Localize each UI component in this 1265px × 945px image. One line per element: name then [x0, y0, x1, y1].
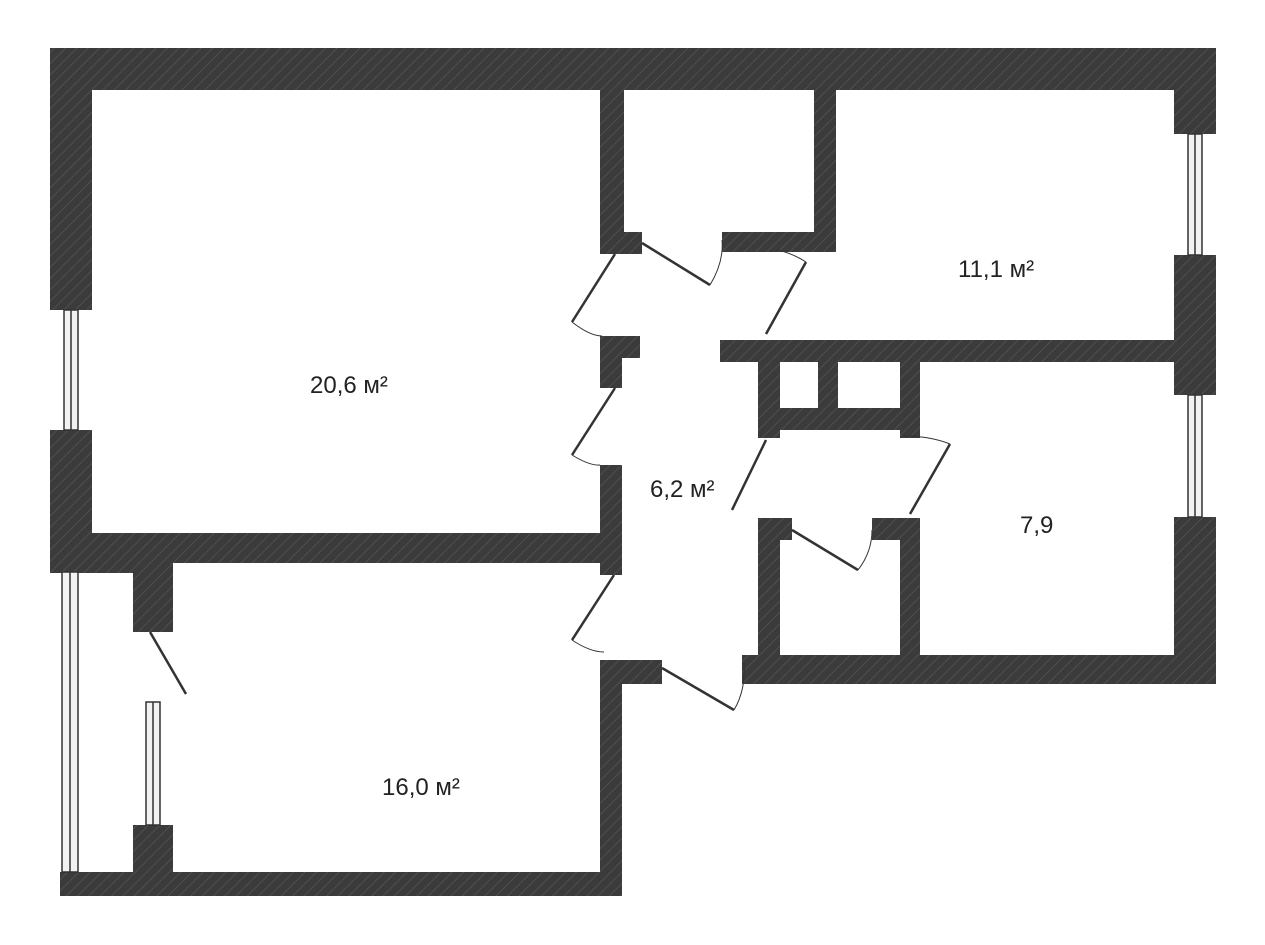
- wall-right-bottom: [1174, 517, 1216, 674]
- door-bedroom-top-swing: [775, 249, 807, 263]
- doors: [148, 239, 952, 712]
- wall-bottom-left: [60, 872, 622, 896]
- wall-lower-block-right-stub: [872, 518, 920, 540]
- wall-bath-divider: [818, 340, 838, 412]
- walls: [50, 48, 1216, 896]
- wall-closet-bottom: [722, 232, 836, 252]
- wall-lower-block-right: [900, 518, 920, 684]
- door-bedroom-top: [764, 261, 808, 335]
- door-living-upper: [570, 253, 617, 323]
- wall-lower-block-left: [758, 518, 780, 684]
- door-entrance-swing: [733, 661, 745, 711]
- door-living-lower-swing: [571, 454, 601, 466]
- room-area-living: 20,6 м²: [310, 372, 388, 399]
- door-bath: [730, 439, 768, 511]
- door-entrance: [661, 666, 735, 712]
- wall-balcony-lower: [133, 825, 173, 875]
- wall-bath-bottom: [758, 408, 920, 430]
- door-wc-swing: [857, 529, 873, 571]
- windows: [61, 133, 1203, 873]
- room-area-bedroom-bottom: 16,0 м²: [382, 774, 460, 801]
- door-bedroom-bottom-swing: [571, 639, 605, 653]
- wall-mid-horizontal: [720, 340, 1216, 362]
- wall-top: [50, 48, 1216, 90]
- wall-right-mid: [1174, 255, 1216, 395]
- wall-left-upper: [50, 48, 92, 310]
- wall-bottom-right: [742, 655, 1216, 684]
- door-bedroom-bottom: [570, 574, 616, 641]
- wall-closet-right: [814, 90, 836, 252]
- wall-bottom-left-step: [600, 660, 622, 896]
- wall-hall-left-top: [600, 90, 624, 250]
- wall-left-mid: [50, 430, 92, 552]
- wall-hall-left-top-stub: [600, 232, 642, 254]
- room-area-room-right: 7,9: [1020, 512, 1053, 539]
- room-area-hallway: 6,2 м²: [650, 476, 715, 503]
- door-closet: [641, 241, 711, 287]
- door-living-lower: [570, 387, 617, 456]
- wall-lower-block-stub: [758, 518, 792, 540]
- room-labels: 20,6 м² 11,1 м² 6,2 м² 7,9 16,0 м²: [310, 256, 1053, 801]
- door-room-right: [908, 443, 952, 515]
- wall-balcony-stub: [133, 560, 173, 632]
- door-living-upper-swing: [571, 321, 603, 337]
- door-wc: [791, 528, 859, 572]
- wall-bottom-mid-stub: [600, 660, 662, 684]
- wall-right-top: [1174, 48, 1216, 134]
- room-area-bedroom-top-right: 11,1 м²: [958, 256, 1034, 283]
- wall-hall-left-mid-stub: [600, 336, 640, 358]
- door-room-right-swing: [903, 435, 951, 445]
- wall-hall-left-lower: [600, 465, 622, 575]
- door-closet-swing: [709, 239, 723, 286]
- door-balcony: [148, 631, 188, 695]
